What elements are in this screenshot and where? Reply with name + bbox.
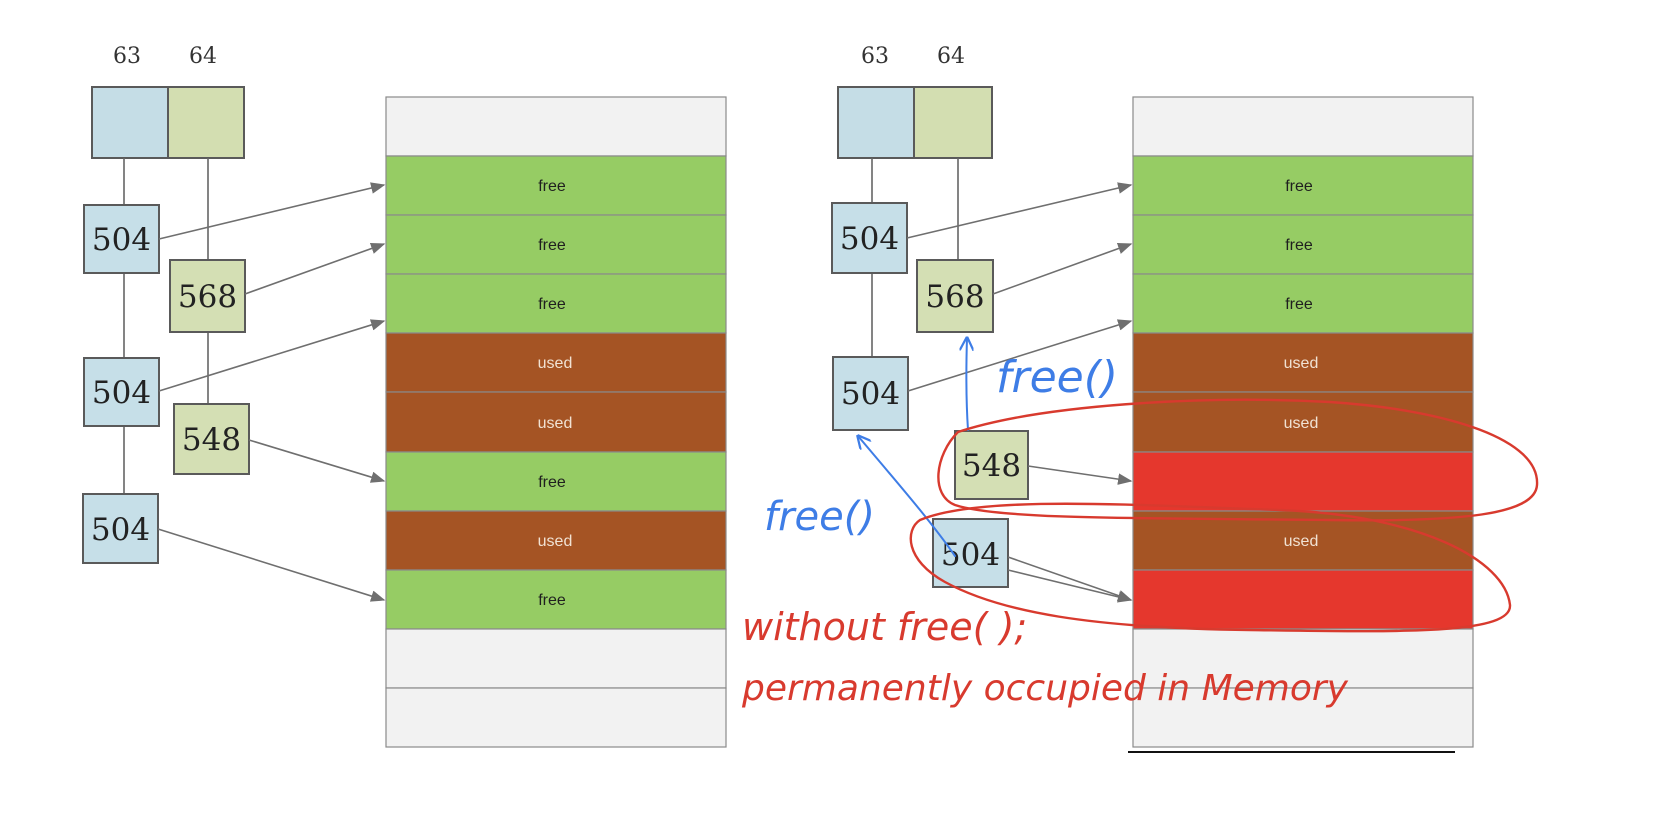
chunk-568: 568 [916, 259, 994, 333]
left-panel: 63 64 504 568 504 548 [82, 44, 727, 748]
pointer-arrows-right [906, 182, 1133, 603]
svg-text:504: 504 [92, 375, 151, 411]
memory-label-2: free [538, 237, 566, 254]
chunk-504-b: 504 [83, 357, 160, 427]
memory-column-left [385, 96, 727, 748]
memory-block-8-leaked [1132, 569, 1474, 630]
memory-block-3 [1132, 273, 1474, 334]
memory-block-5 [385, 391, 727, 453]
memory-label-7: used [1284, 533, 1319, 550]
memory-block-1 [1132, 155, 1474, 216]
svg-text:504: 504 [841, 376, 900, 412]
memory-block-10 [1132, 687, 1474, 748]
bin-label-64: 64 [189, 44, 217, 69]
blue-annotations [858, 338, 968, 557]
svg-text:504: 504 [941, 537, 1000, 573]
free-annotation-upper: free() [996, 352, 1118, 403]
leak-circle-548 [937, 398, 1539, 522]
memory-label-3: free [538, 296, 566, 313]
memory-block-5 [1132, 391, 1474, 453]
memory-label-7: used [538, 533, 573, 550]
memory-label-2: free [1285, 237, 1313, 254]
memory-block-4 [1132, 332, 1474, 393]
memory-block-9 [385, 628, 727, 689]
free-arrow-up [966, 338, 968, 431]
memory-block-2 [385, 214, 727, 275]
memory-block-9 [1132, 628, 1474, 689]
bin-label-63: 63 [113, 44, 141, 69]
memory-block-3 [385, 273, 727, 334]
right-panel: 63 64 504 568 504 548 504 [741, 44, 1539, 753]
memory-label-1: free [538, 178, 566, 195]
chunk-504-c: 504 [82, 493, 159, 564]
chunk-504-a: 504 [831, 202, 908, 274]
leak-note-line2: permanently occupied in Memory [741, 668, 1349, 709]
chunk-568: 568 [169, 259, 246, 333]
memory-block-8 [385, 569, 727, 630]
bin-links [123, 158, 209, 494]
memory-block-1 [385, 155, 727, 216]
bin-label-64: 64 [937, 44, 965, 69]
bin-63-head [91, 86, 169, 159]
memory-label-3: free [1285, 296, 1313, 313]
chunk-504-a: 504 [83, 204, 160, 274]
memory-block-2 [1132, 214, 1474, 275]
memory-block-7 [385, 510, 727, 571]
svg-text:504: 504 [91, 512, 150, 548]
memory-block-top [385, 96, 727, 157]
svg-text:568: 568 [925, 279, 984, 315]
leak-note-line1: without free( ); [742, 605, 1027, 649]
memory-block-top [1132, 96, 1474, 157]
chunk-548: 548 [954, 430, 1029, 500]
svg-text:568: 568 [178, 279, 237, 315]
memory-label-8: free [538, 592, 566, 609]
chunk-548: 548 [173, 403, 250, 475]
svg-text:504: 504 [840, 221, 899, 257]
leak-circle-504 [909, 502, 1512, 633]
memory-block-6-leaked [1132, 451, 1474, 512]
memory-label-1: free [1285, 178, 1313, 195]
svg-text:504: 504 [92, 222, 151, 258]
chunk-504-c: 504 [932, 518, 1009, 588]
bin-64-head [913, 86, 993, 159]
memory-label-4: used [538, 355, 573, 372]
memory-label-5: used [1284, 415, 1319, 432]
memory-block-6 [385, 451, 727, 512]
bin-63-head [837, 86, 915, 159]
pointer-arrows-left [157, 182, 386, 602]
memory-label-5: used [538, 415, 573, 432]
memory-block-4 [385, 332, 727, 393]
free-arrow-diagonal [858, 436, 956, 557]
svg-text:548: 548 [182, 422, 241, 458]
chunk-504-b: 504 [832, 356, 909, 431]
memory-label-6: free [538, 474, 566, 491]
bin-label-63: 63 [861, 44, 889, 69]
svg-text:548: 548 [962, 448, 1021, 484]
bin-links [871, 158, 959, 357]
memory-block-10 [385, 687, 727, 748]
memory-label-4: used [1284, 355, 1319, 372]
red-annotations [909, 398, 1539, 633]
free-annotation-lower: free() [764, 494, 875, 540]
bin-64-head [167, 86, 245, 159]
